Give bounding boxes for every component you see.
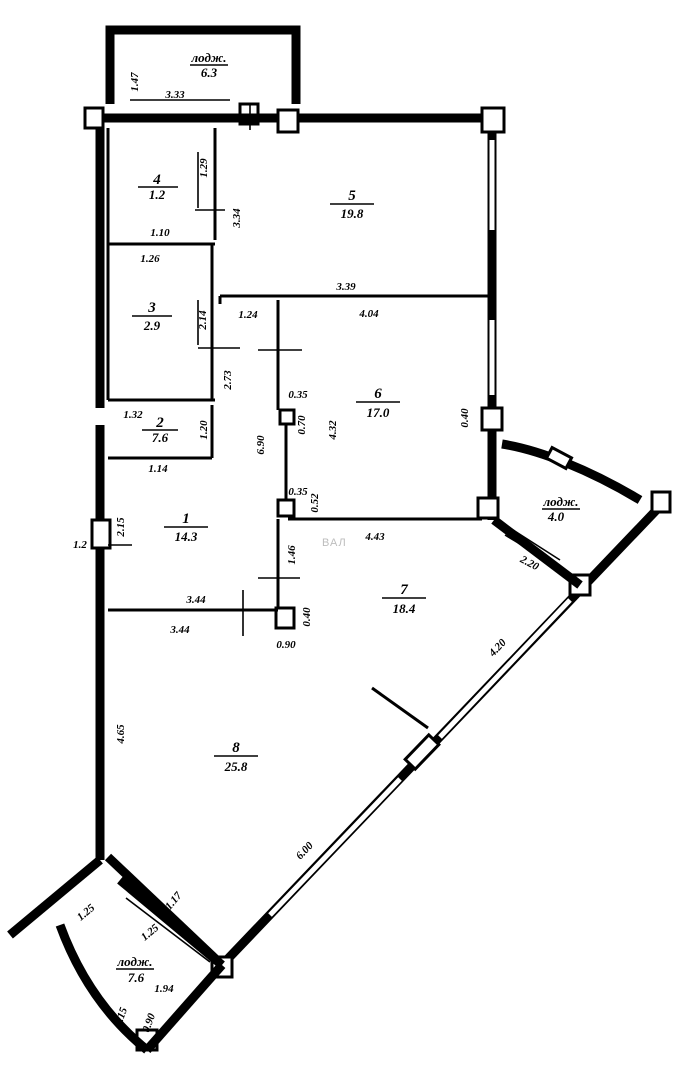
interior-walls [106, 128, 492, 730]
svg-text:4.20: 4.20 [486, 636, 509, 659]
room-1-label: 1 14.3 [164, 511, 208, 544]
room-3-label: 3 2.9 [132, 300, 172, 333]
svg-text:4.32: 4.32 [327, 420, 339, 441]
svg-text:7.6: 7.6 [128, 970, 145, 985]
column [90, 518, 112, 550]
svg-text:1.26: 1.26 [140, 253, 160, 265]
svg-text:2.73: 2.73 [222, 370, 234, 391]
svg-text:6: 6 [374, 386, 382, 402]
column [276, 108, 300, 134]
room-5-label: 5 19.8 [330, 188, 374, 221]
svg-text:0.15: 0.15 [112, 1005, 130, 1028]
column [274, 606, 296, 630]
svg-text:лодж.: лодж. [542, 494, 578, 509]
column [480, 406, 504, 432]
column [476, 496, 500, 520]
svg-text:1.47: 1.47 [129, 72, 141, 92]
svg-text:4: 4 [152, 172, 161, 188]
svg-text:1.46: 1.46 [286, 545, 298, 565]
svg-text:3.33: 3.33 [164, 89, 185, 101]
svg-text:1.25: 1.25 [75, 902, 98, 924]
svg-text:3.44: 3.44 [185, 594, 206, 606]
column [650, 490, 672, 514]
svg-text:лодж.: лодж. [190, 50, 226, 65]
svg-text:6.00: 6.00 [294, 839, 316, 862]
room-6-label: 6 17.0 [356, 386, 400, 420]
svg-text:3.39: 3.39 [335, 281, 356, 293]
svg-text:0.40: 0.40 [301, 607, 313, 627]
svg-text:1.2: 1.2 [73, 539, 87, 551]
loggia-top-label: лодж. 6.3 [190, 50, 228, 80]
svg-text:17.0: 17.0 [367, 405, 390, 420]
room-7-label: 7 18.4 [382, 582, 426, 616]
svg-text:2: 2 [155, 415, 164, 431]
svg-text:25.8: 25.8 [224, 759, 248, 774]
column [276, 498, 296, 518]
svg-text:18.4: 18.4 [393, 601, 416, 616]
svg-text:2.9: 2.9 [143, 318, 161, 333]
svg-text:0.40: 0.40 [459, 408, 471, 428]
column [403, 732, 441, 772]
svg-text:8: 8 [232, 740, 240, 756]
svg-text:14.3: 14.3 [175, 529, 198, 544]
svg-text:5: 5 [348, 188, 356, 204]
svg-text:1.24: 1.24 [238, 309, 258, 321]
loggia-bottom-label: лодж. 7.6 [116, 954, 154, 985]
svg-text:3: 3 [147, 300, 156, 316]
svg-text:1.2: 1.2 [149, 187, 166, 202]
svg-text:1.25: 1.25 [139, 922, 162, 944]
room-4-label: 4 1.2 [138, 172, 178, 202]
svg-text:6.3: 6.3 [201, 65, 218, 80]
svg-text:19.8: 19.8 [341, 206, 364, 221]
column [83, 106, 105, 130]
svg-text:1.94: 1.94 [154, 983, 174, 995]
svg-text:4.43: 4.43 [364, 531, 385, 543]
svg-text:1: 1 [182, 511, 190, 527]
watermark: ВАЛ [322, 537, 347, 549]
svg-text:0.90: 0.90 [276, 639, 296, 651]
svg-text:1.29: 1.29 [198, 158, 210, 178]
svg-text:лодж.: лодж. [116, 954, 152, 969]
svg-text:4.65: 4.65 [115, 724, 127, 745]
svg-text:0.70: 0.70 [296, 415, 308, 435]
svg-text:1.14: 1.14 [148, 463, 168, 475]
column [544, 445, 574, 471]
svg-text:7.6: 7.6 [152, 430, 169, 445]
svg-text:3.44: 3.44 [169, 624, 190, 636]
loggia-right-label: лодж. 4.0 [542, 494, 580, 524]
svg-text:4.04: 4.04 [358, 308, 379, 320]
dim-lines [108, 99, 302, 636]
svg-text:3.34: 3.34 [231, 208, 243, 229]
svg-text:1.32: 1.32 [123, 409, 143, 421]
svg-text:1.10: 1.10 [150, 227, 170, 239]
room-8-label: 8 25.8 [214, 740, 258, 774]
column [480, 106, 506, 134]
svg-text:0.35: 0.35 [288, 486, 308, 498]
loggia-bottom [55, 876, 226, 1054]
svg-text:6.90: 6.90 [255, 435, 267, 455]
svg-text:2.15: 2.15 [115, 517, 127, 538]
svg-text:0.35: 0.35 [288, 389, 308, 401]
svg-text:2.14: 2.14 [197, 310, 209, 331]
svg-text:4.0: 4.0 [547, 509, 565, 524]
svg-text:1.20: 1.20 [198, 420, 210, 440]
svg-text:7: 7 [400, 582, 408, 598]
room-2-label: 2 7.6 [142, 415, 178, 445]
svg-text:0.52: 0.52 [309, 493, 321, 513]
loggia-right [491, 439, 643, 589]
column [278, 408, 296, 426]
